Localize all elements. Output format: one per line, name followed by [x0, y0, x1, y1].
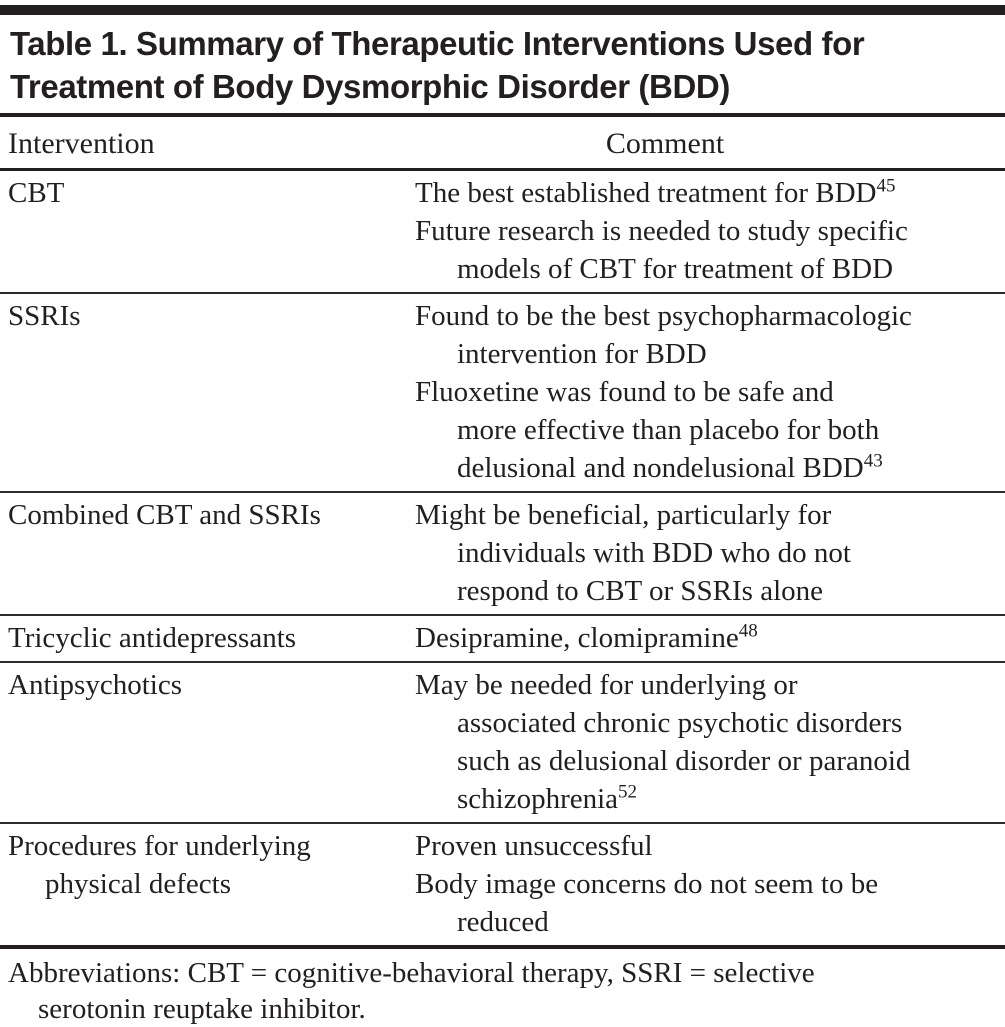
comment-cell: Proven unsuccessful Body image concerns …	[415, 827, 1005, 941]
comment-text-line: reduced	[415, 903, 1005, 941]
row-divider	[0, 614, 1005, 616]
comment-text: delusional and nondelusional BDD	[457, 452, 864, 484]
intervention-text: Combined CBT and SSRIs	[8, 499, 321, 531]
intervention-text: Procedures for underlying	[8, 830, 311, 862]
comment-text-line: intervention for BDD	[415, 335, 1005, 373]
comment-text-line: Might be beneficial, particularly for	[415, 496, 1005, 534]
divider-above-footnote	[0, 945, 1005, 949]
comment-text-line: delusional and nondelusional BDD43	[415, 449, 1005, 487]
reference-superscript: 45	[876, 175, 896, 197]
comment-text-line: Desipramine, clomipramine48	[415, 619, 1005, 657]
comment-text: Proven unsuccessful	[415, 830, 653, 862]
column-header-comment: Comment	[605, 127, 725, 160]
row-divider	[0, 822, 1005, 824]
divider-under-title	[0, 113, 1005, 117]
comment-text: reduced	[457, 906, 549, 938]
comment-text-line: May be needed for underlying or	[415, 666, 1005, 704]
table-top-border	[0, 5, 1005, 15]
intervention-text: Antipsychotics	[8, 669, 182, 701]
comment-text: models of CBT for treatment of BDD	[457, 253, 894, 285]
comment-text-line: Body image concerns do not seem to be	[415, 865, 1005, 903]
comment-text: such as delusional disorder or paranoid	[457, 745, 911, 777]
comment-text-line: Fluoxetine was found to be safe and	[415, 373, 1005, 411]
comment-text-line: Proven unsuccessful	[415, 827, 1005, 865]
table-row-antipsychotics: Antipsychotics May be needed for underly…	[0, 663, 1005, 822]
comment-text: The best established treatment for BDD	[415, 177, 877, 209]
intervention-cell: Tricyclic antidepressants	[0, 619, 415, 657]
comment-text: intervention for BDD	[457, 338, 707, 370]
table-title-line: Table 1. Summary of Therapeutic Interven…	[10, 25, 865, 62]
table-row-tricyclic-antidepressants: Tricyclic antidepressants Desipramine, c…	[0, 616, 1005, 661]
reference-superscript: 52	[618, 781, 638, 803]
comment-text: schizophrenia	[457, 783, 619, 815]
comment-text: Desipramine, clomipramine	[415, 622, 739, 654]
abbreviations-note: Abbreviations: CBT = cognitive-behaviora…	[0, 949, 1005, 1027]
intervention-cell: Antipsychotics	[0, 666, 415, 818]
comment-text: respond to CBT or SSRIs alone	[457, 575, 823, 607]
comment-cell: Found to be the best psychopharmacologic…	[415, 297, 1005, 487]
table-row-combined-cbt-ssris: Combined CBT and SSRIs Might be benefici…	[0, 493, 1005, 614]
intervention-text: physical defects	[45, 868, 232, 900]
table-header-row: Intervention Comment	[0, 117, 1005, 168]
intervention-cell: Procedures for underlying physical defec…	[0, 827, 415, 941]
intervention-text: Tricyclic antidepressants	[8, 622, 297, 654]
intervention-cell: SSRIs	[0, 297, 415, 487]
comment-text: associated chronic psychotic disorders	[457, 707, 903, 739]
comment-text-line: Found to be the best psychopharmacologic	[415, 297, 1005, 335]
comment-text: Fluoxetine was found to be safe and	[415, 376, 834, 408]
comment-text: Found to be the best psychopharmacologic	[415, 300, 912, 332]
intervention-cell: CBT	[0, 174, 415, 288]
comment-text: May be needed for underlying or	[415, 669, 798, 701]
divider-under-header	[0, 168, 1005, 171]
column-header-intervention: Intervention	[8, 127, 155, 160]
intervention-cell: Combined CBT and SSRIs	[0, 496, 415, 610]
comment-text-line: such as delusional disorder or paranoid	[415, 742, 1005, 780]
table-row-procedures: Procedures for underlying physical defec…	[0, 824, 1005, 945]
table-title: Table 1. Summary of Therapeutic Interven…	[10, 22, 997, 108]
comment-cell: Might be beneficial, particularly for in…	[415, 496, 1005, 610]
comment-text: Future research is needed to study speci…	[415, 215, 908, 247]
table-row-ssris: SSRIs Found to be the best psychopharmac…	[0, 294, 1005, 491]
row-divider	[0, 661, 1005, 663]
comment-text: Body image concerns do not seem to be	[415, 868, 879, 900]
abbreviations-line: serotonin reuptake inhibitor.	[38, 993, 366, 1025]
comment-text-line: respond to CBT or SSRIs alone	[415, 572, 1005, 610]
comment-text-line: more effective than placebo for both	[415, 411, 1005, 449]
row-divider	[0, 292, 1005, 294]
comment-cell: Desipramine, clomipramine48	[415, 619, 1005, 657]
comment-text-line: models of CBT for treatment of BDD	[415, 250, 1005, 288]
comment-text-line: Future research is needed to study speci…	[415, 212, 1005, 250]
table-title-line: Treatment of Body Dysmorphic Disorder (B…	[10, 68, 730, 105]
comment-cell: May be needed for underlying or associat…	[415, 666, 1005, 818]
comment-text: individuals with BDD who do not	[457, 537, 851, 569]
comment-cell: The best established treatment for BDD45…	[415, 174, 1005, 288]
comment-text: Might be beneficial, particularly for	[415, 499, 832, 531]
comment-text-line: The best established treatment for BDD45	[415, 174, 1005, 212]
reference-superscript: 48	[738, 620, 758, 642]
comment-text: more effective than placebo for both	[457, 414, 880, 446]
abbreviations-line: Abbreviations: CBT = cognitive-behaviora…	[8, 957, 815, 989]
comment-text-line: schizophrenia52	[415, 780, 1005, 818]
row-divider	[0, 491, 1005, 493]
reference-superscript: 43	[863, 450, 883, 472]
intervention-text: SSRIs	[8, 300, 81, 332]
intervention-text: CBT	[8, 177, 65, 209]
table-row-cbt: CBT The best established treatment for B…	[0, 171, 1005, 292]
comment-text-line: individuals with BDD who do not	[415, 534, 1005, 572]
comment-text-line: associated chronic psychotic disorders	[415, 704, 1005, 742]
